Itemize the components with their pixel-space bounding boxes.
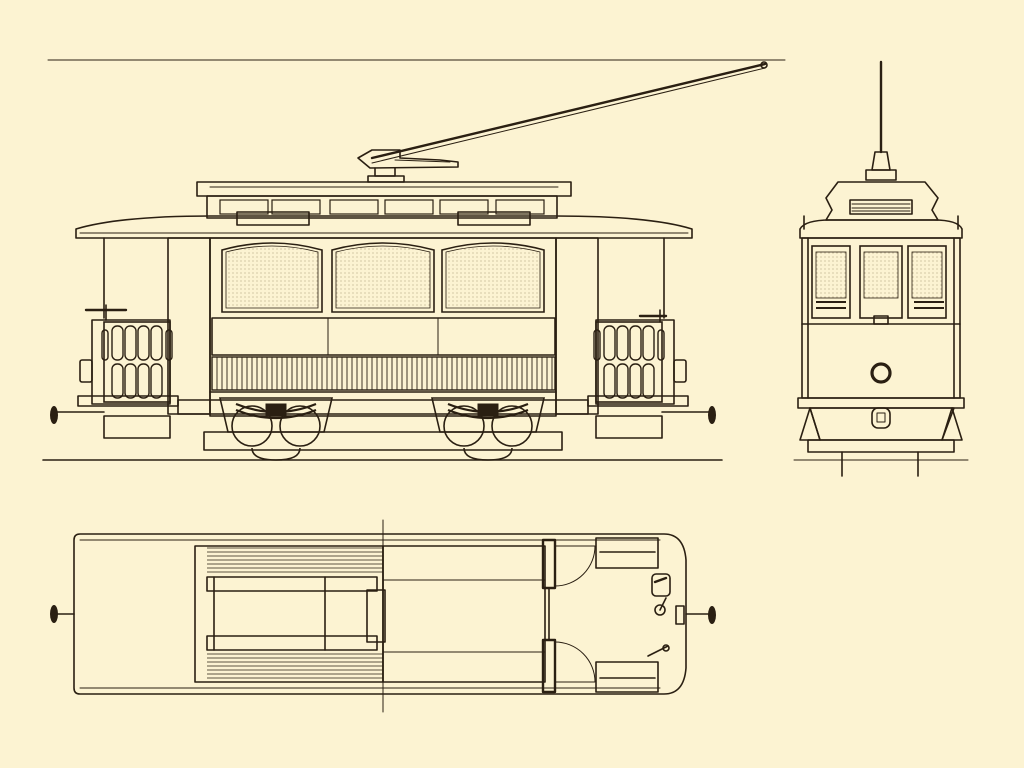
truck-frame bbox=[218, 397, 334, 433]
clerestory-window bbox=[439, 199, 489, 215]
fender-handle bbox=[165, 329, 173, 361]
fender-frame bbox=[595, 321, 663, 403]
clerestory-window bbox=[329, 199, 379, 215]
front-window bbox=[859, 245, 903, 319]
front-window-glass bbox=[815, 251, 847, 299]
side-window-glass bbox=[335, 245, 431, 309]
front-roof bbox=[799, 219, 963, 239]
clerestory-window bbox=[219, 199, 269, 215]
front-elevation bbox=[793, 60, 969, 477]
wheel bbox=[491, 405, 533, 447]
headlight bbox=[870, 362, 892, 384]
wheel bbox=[231, 405, 273, 447]
fender-slat bbox=[603, 363, 616, 399]
fender-slat bbox=[629, 363, 642, 399]
fender-slat bbox=[150, 363, 163, 399]
axle-box bbox=[477, 403, 499, 417]
fender-slat bbox=[642, 325, 655, 361]
fender-frame bbox=[103, 321, 171, 403]
fender-slat bbox=[124, 363, 137, 399]
front-window bbox=[907, 245, 947, 319]
spring bbox=[447, 408, 529, 420]
side-window bbox=[441, 242, 545, 313]
truck-frame bbox=[430, 397, 546, 433]
fender-slat bbox=[111, 325, 124, 361]
main-roof bbox=[75, 215, 693, 239]
clerestory-window bbox=[495, 199, 545, 215]
fender-slat bbox=[137, 363, 150, 399]
right-platform-dash bbox=[587, 309, 716, 439]
fender-slat bbox=[111, 363, 124, 399]
fender-slat bbox=[629, 325, 642, 361]
fender-slat bbox=[150, 325, 163, 361]
axle-box bbox=[265, 403, 287, 417]
fender-slat bbox=[603, 325, 616, 361]
wheel bbox=[443, 405, 485, 447]
fender-handle bbox=[593, 329, 601, 361]
fender-slat bbox=[616, 325, 629, 361]
clerestory-window bbox=[271, 199, 321, 215]
spring bbox=[235, 408, 317, 420]
side-window-glass bbox=[225, 245, 319, 309]
fender-slat bbox=[616, 363, 629, 399]
clerestory-roof bbox=[196, 181, 572, 226]
wheel-bottom bbox=[251, 447, 301, 461]
fender-handle bbox=[101, 329, 109, 361]
wheel bbox=[279, 405, 321, 447]
clerestory-window bbox=[384, 199, 434, 215]
fender-slat bbox=[642, 363, 655, 399]
side-elevation bbox=[42, 59, 786, 461]
side-window bbox=[221, 242, 323, 313]
front-window bbox=[811, 245, 851, 319]
front-window-glass bbox=[863, 251, 899, 299]
fender-handle bbox=[657, 329, 665, 361]
plan-outline bbox=[73, 533, 687, 695]
side-window bbox=[331, 242, 435, 313]
wheel-bottom bbox=[463, 447, 513, 461]
plan-view bbox=[50, 519, 716, 713]
side-window-glass bbox=[445, 245, 541, 309]
underframe bbox=[177, 397, 589, 461]
fender-slat bbox=[124, 325, 137, 361]
main-body bbox=[209, 237, 557, 417]
fender-slat bbox=[137, 325, 150, 361]
front-window-glass bbox=[911, 251, 943, 299]
